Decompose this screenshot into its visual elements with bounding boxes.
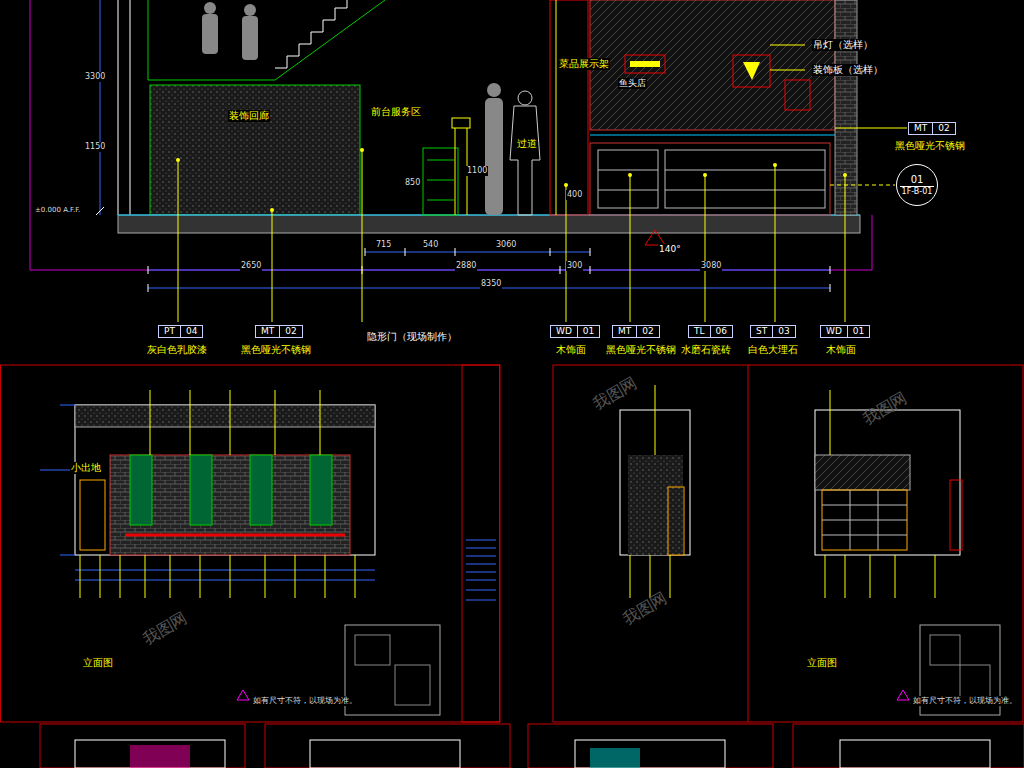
tag-code: MT: [256, 326, 279, 337]
tag-number: 1F-B-01: [900, 186, 935, 197]
material-name: 黑色哑光不锈钢: [894, 140, 966, 152]
note: 如有尺寸不符，以现场为准。: [252, 696, 358, 706]
tag-number: 02: [279, 326, 301, 337]
material-tag: ST03: [750, 325, 796, 338]
dimension: 850: [404, 178, 421, 188]
watermark: 我图网: [589, 374, 641, 415]
tag-code: ST: [751, 326, 772, 337]
view-title: 立面图: [806, 657, 838, 669]
area-label: 过道: [516, 138, 538, 150]
tag-code: WD: [821, 326, 847, 337]
tag-number: 06: [710, 326, 732, 337]
dimension: 540: [422, 240, 439, 250]
material-tag: TL06: [688, 325, 733, 338]
tag-number: 03: [772, 326, 794, 337]
material-tag: MT02: [255, 325, 303, 338]
tag-code: MT: [909, 123, 932, 134]
tag-number: 02: [932, 123, 954, 134]
tag-number: 02: [636, 326, 658, 337]
dimension: 3060: [495, 240, 517, 250]
sign-text: 小出地: [70, 462, 102, 474]
watermark: 我图网: [619, 589, 671, 630]
material-name: 灰白色乳胶漆: [146, 344, 208, 356]
dimension: 8350: [480, 279, 502, 289]
section-marker: 011F-B-01: [896, 164, 938, 206]
material-name: 白色大理石: [747, 344, 799, 356]
view-title: 立面图: [82, 657, 114, 669]
area-label: 菜品展示架: [558, 58, 610, 70]
material-name: 木饰面: [555, 344, 587, 356]
material-name: 水磨石瓷砖: [680, 344, 732, 356]
material-tag: MT02: [908, 122, 956, 135]
material-name: 黑色哑光不锈钢: [605, 344, 677, 356]
dimension: 1100: [466, 166, 488, 176]
tag-number: 01: [577, 326, 599, 337]
dimension: 1150: [84, 142, 106, 152]
tag-code: MT: [613, 326, 636, 337]
dimension: 3300: [84, 72, 106, 82]
watermark: 我图网: [139, 609, 191, 650]
tag-number: 04: [180, 326, 202, 337]
material-name: 木饰面: [825, 344, 857, 356]
callout-label: 吊灯（选样）: [812, 39, 874, 51]
tag-number: 01: [847, 326, 869, 337]
dimension: 715: [375, 240, 392, 250]
material-tag: WD01: [820, 325, 870, 338]
area-label: 装饰回廊: [228, 110, 270, 122]
watermark: 我图网: [859, 389, 911, 430]
material-tag: PT04: [158, 325, 203, 338]
dimension: 400: [566, 190, 583, 200]
area-label: 前台服务区: [370, 106, 422, 118]
material-name: 隐形门（现场制作）: [366, 331, 458, 343]
level-mark: ±0.000 A.F.F.: [34, 206, 81, 215]
dimension: 3080: [700, 261, 722, 271]
dimension: 2650: [240, 261, 262, 271]
angle: 140°: [658, 244, 682, 255]
note: 如有尺寸不符，以现场为准。: [912, 696, 1018, 706]
dimension: 300: [566, 261, 583, 271]
callout-label: 装饰板（选样）: [812, 64, 884, 76]
tag-code: TL: [689, 326, 710, 337]
material-name: 黑色哑光不锈钢: [240, 344, 312, 356]
tag-code: 01: [911, 174, 924, 186]
tag-code: WD: [551, 326, 577, 337]
tag-code: PT: [159, 326, 180, 337]
sign-text: 鱼头店: [618, 78, 647, 89]
material-tag: WD01: [550, 325, 600, 338]
material-tag: MT02: [612, 325, 660, 338]
dimension: 2880: [455, 261, 477, 271]
